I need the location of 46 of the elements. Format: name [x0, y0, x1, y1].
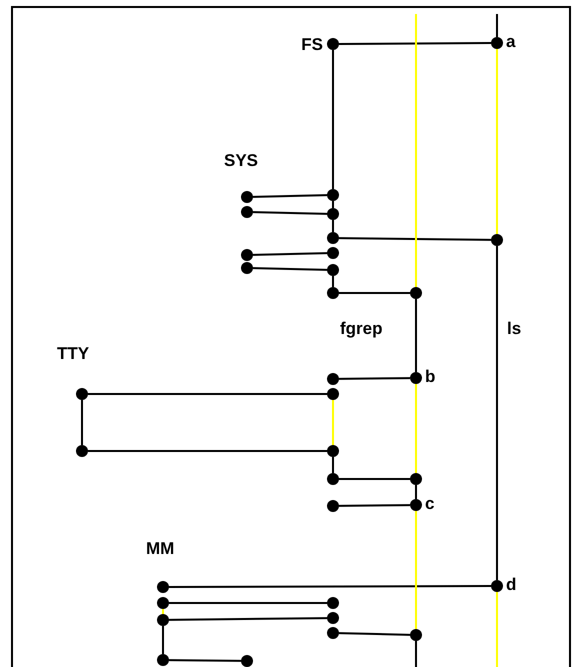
connector-line — [496, 14, 498, 37]
dot-label: FS — [301, 36, 323, 53]
connector-line — [338, 504, 410, 507]
connector-line — [332, 220, 334, 232]
connector-line — [415, 299, 417, 372]
connector-line — [415, 511, 417, 629]
connector-line — [168, 659, 242, 662]
connector-line — [168, 617, 328, 621]
connector-line — [252, 211, 328, 215]
connector-line — [169, 602, 327, 604]
dot-label: d — [506, 576, 516, 593]
connector-line — [338, 377, 410, 380]
dot-label: b — [425, 368, 436, 385]
connector-line — [169, 585, 491, 588]
process-label: MM — [146, 540, 174, 557]
connector-line — [332, 201, 334, 208]
connector-line — [496, 49, 498, 234]
connector-line — [88, 450, 327, 452]
connector-line — [162, 626, 164, 654]
dot-label: c — [425, 495, 434, 512]
connector-line — [252, 267, 328, 271]
process-label: ls — [507, 320, 522, 337]
connector-line — [332, 400, 334, 445]
connector-line — [88, 393, 327, 395]
process-label: TTY — [57, 345, 90, 362]
connector-line — [415, 384, 417, 473]
connector-line — [415, 14, 417, 287]
connector-line — [496, 592, 498, 667]
connector-line — [332, 50, 334, 189]
connector-line — [332, 457, 334, 473]
connector-line — [252, 252, 328, 256]
connector-line — [415, 641, 417, 667]
connector-line — [496, 246, 498, 580]
dot-label: a — [506, 33, 516, 50]
connector-line — [338, 632, 410, 636]
connector-line — [339, 42, 491, 45]
connector-line — [332, 276, 334, 287]
connector-line — [415, 485, 417, 499]
connector-line — [338, 237, 492, 241]
process-label: SYS — [224, 152, 258, 169]
connector-line — [339, 478, 410, 480]
connector-line — [252, 194, 328, 198]
connector-line — [81, 400, 83, 445]
connector-line — [339, 292, 410, 294]
connector-line — [162, 609, 164, 614]
process-label: fgrep — [340, 320, 382, 337]
